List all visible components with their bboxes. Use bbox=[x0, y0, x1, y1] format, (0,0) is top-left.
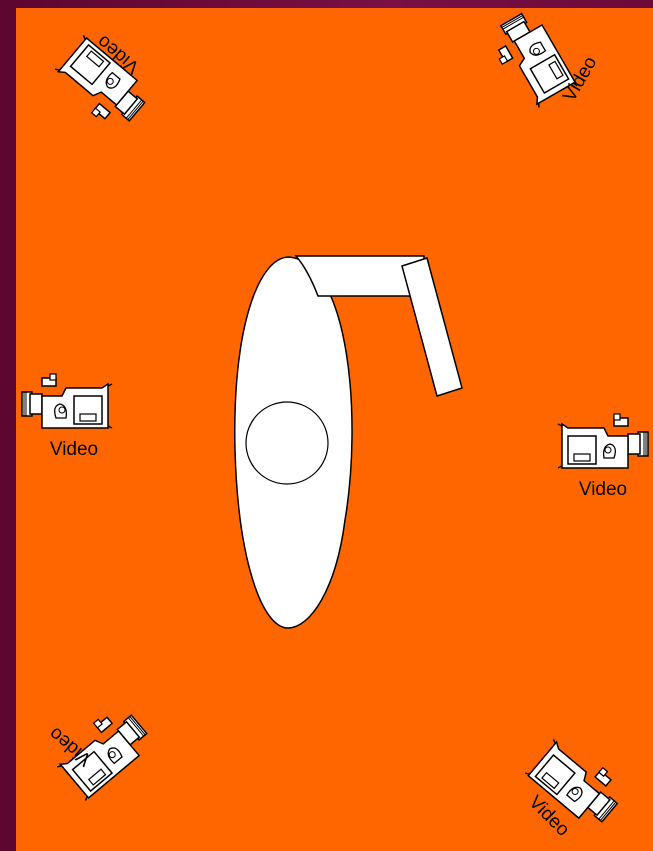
camera-label-mid-right: Video bbox=[579, 479, 627, 500]
camera-label-mid-left: Video bbox=[50, 439, 98, 460]
angled-arm bbox=[402, 258, 462, 396]
camcorder-icon-mid-right bbox=[558, 414, 648, 468]
camcorder-icon-mid-left bbox=[22, 374, 112, 428]
center-circle bbox=[246, 402, 328, 484]
